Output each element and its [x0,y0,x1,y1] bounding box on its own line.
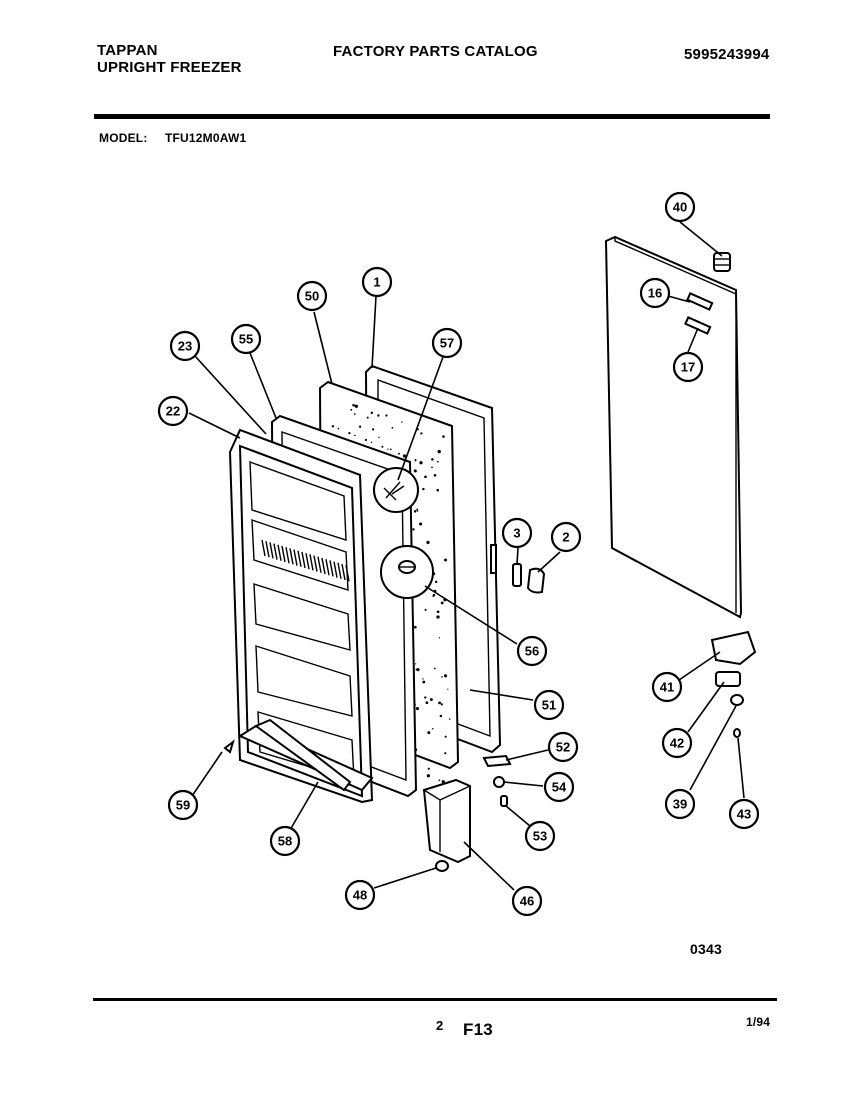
callout-55: 55 [230,323,262,355]
catalog-title: FACTORY PARTS CATALOG [333,43,538,60]
callout-42: 42 [661,727,693,759]
page-number: 2 [436,1018,444,1033]
svg-text:54: 54 [552,780,567,795]
outer-door-panel [604,235,743,619]
door-plug [713,252,731,272]
callout-39: 39 [664,788,696,820]
svg-text:59: 59 [176,798,190,813]
bottom-trim [237,718,374,792]
svg-text:53: 53 [533,829,547,844]
header-rule [94,114,770,119]
svg-text:22: 22 [166,404,180,419]
detail-circles [373,467,434,599]
callout-16: 16 [639,277,671,309]
callout-17: 17 [672,351,704,383]
callout-58: 58 [269,825,301,857]
callout-46: 46 [511,885,543,917]
svg-text:50: 50 [305,289,319,304]
svg-text:57: 57 [440,336,454,351]
section-code: F13 [463,1020,493,1039]
callout-52: 52 [547,731,579,763]
svg-text:17: 17 [681,360,695,375]
callout-43: 43 [728,798,760,830]
svg-text:52: 52 [556,740,570,755]
svg-text:1: 1 [373,275,380,290]
callout-22: 22 [157,395,189,427]
callout-57: 57 [431,327,463,359]
svg-text:51: 51 [542,698,556,713]
svg-text:58: 58 [278,834,292,849]
model-label: MODEL: [99,131,148,145]
callout-1: 1 [361,266,393,298]
svg-text:40: 40 [673,200,687,215]
callout-2: 2 [550,521,582,553]
leader-lines [188,221,745,891]
callout-50: 50 [296,280,328,312]
revision-date: 1/94 [746,1015,771,1029]
svg-text:3: 3 [513,526,520,541]
callout-bubbles: 40 16 17 1 50 57 23 55 22 3 2 56 51 41 4… [157,191,760,917]
callout-40: 40 [664,191,696,223]
callout-23: 23 [169,330,201,362]
svg-text:39: 39 [673,797,687,812]
inner-door-liner [228,428,374,804]
svg-text:42: 42 [670,736,684,751]
svg-text:56: 56 [525,644,539,659]
callout-48: 48 [344,879,376,911]
product-name: UPRIGHT FREEZER [97,59,242,76]
brand-name: TAPPAN [97,42,158,59]
callout-41: 41 [651,671,683,703]
svg-text:55: 55 [239,332,253,347]
svg-text:2: 2 [562,530,569,545]
svg-text:41: 41 [660,680,674,695]
svg-text:43: 43 [737,807,751,822]
catalog-number: 5995243994 [684,46,770,63]
callout-56: 56 [516,635,548,667]
svg-text:23: 23 [178,339,192,354]
model-number: TFU12M0AW1 [165,131,247,145]
hinge-assembly [710,630,757,738]
footer-rule [93,998,777,1001]
svg-text:46: 46 [520,894,534,909]
callout-3: 3 [501,517,533,549]
svg-text:48: 48 [353,888,367,903]
callout-54: 54 [543,771,575,803]
svg-text:16: 16 [648,286,662,301]
callout-51: 51 [533,689,565,721]
small-parts [223,563,546,872]
callout-53: 53 [524,820,556,852]
figure-code: 0343 [690,941,722,957]
callout-59: 59 [167,789,199,821]
